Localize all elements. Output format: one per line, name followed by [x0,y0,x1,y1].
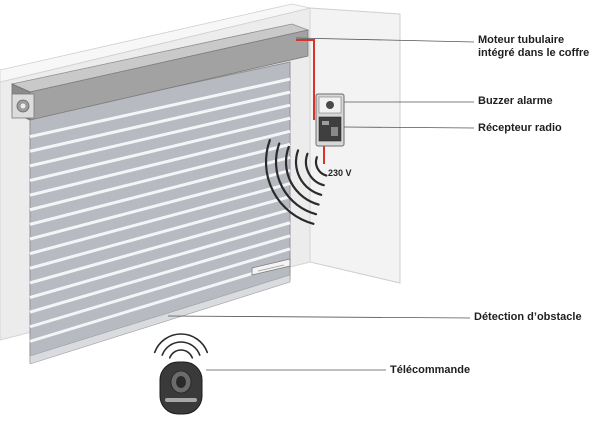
shutter-slat [29,103,291,168]
wave-arc [168,349,194,359]
shutter-slat [29,90,291,153]
shutter-slat [29,247,291,329]
wall-top-edge [0,3,311,83]
shutter-slat [29,169,291,241]
remote-control [153,333,209,415]
sensor-seam-icon [257,264,285,272]
wave-arc [304,152,325,187]
label-obstacle: Détection d’obstacle [474,311,582,323]
motor-hub-icon [20,103,26,109]
wave-arc [274,142,318,216]
label-voltage: 230 V [328,168,352,178]
wave-arc [161,341,201,356]
wave-arc [284,145,320,206]
shutter-slat [29,142,291,212]
shutter-slat [29,116,291,182]
shutter-slat [29,155,291,226]
remote-button-center-icon [176,376,186,388]
obstacle-sensor-strip [251,258,291,276]
label-receiver: Récepteur radio [478,122,562,134]
buzzer-icon [326,101,334,109]
leader-motor [295,37,475,43]
radio-waves-icon [264,139,328,225]
wave-arc [264,139,315,225]
shutter-slat [29,208,291,285]
wave-arc [153,333,209,354]
label-remote: Télécommande [390,364,471,376]
wave-arc [294,149,323,196]
electrical-wiring [296,39,325,164]
shutter-slat [29,182,291,256]
roller-shutter [29,61,291,365]
receiver-key-icon [331,127,338,136]
shutter-slat [29,221,291,299]
shutter-slats [29,77,291,343]
receiver-box [315,93,345,147]
label-buzzer: Buzzer alarme [478,95,553,107]
wave-arc [314,156,328,177]
shutter-slat [29,234,291,314]
receiver-led-icon [322,121,329,125]
label-motor-line1: Moteur tubulaire [478,34,565,46]
label-motor: Moteur tubulaire intégré dans le coffre [478,34,589,60]
remote-waves-icon [153,333,209,359]
shutter-slat [29,195,291,270]
shutter-slat [29,129,291,197]
remote-band [165,398,197,402]
leader-receiver [343,126,475,129]
shutter-slat [29,77,291,139]
shutter-slat [29,260,291,343]
shutter-housing [10,23,310,121]
leader-obstacle [167,315,471,319]
label-motor-line2: intégré dans le coffre [478,47,590,59]
shutter-bottom-edge [29,274,291,365]
obstacle-sensor [251,258,291,276]
wire-motor-to-receiver [296,39,315,120]
callout-leaders [167,37,475,371]
